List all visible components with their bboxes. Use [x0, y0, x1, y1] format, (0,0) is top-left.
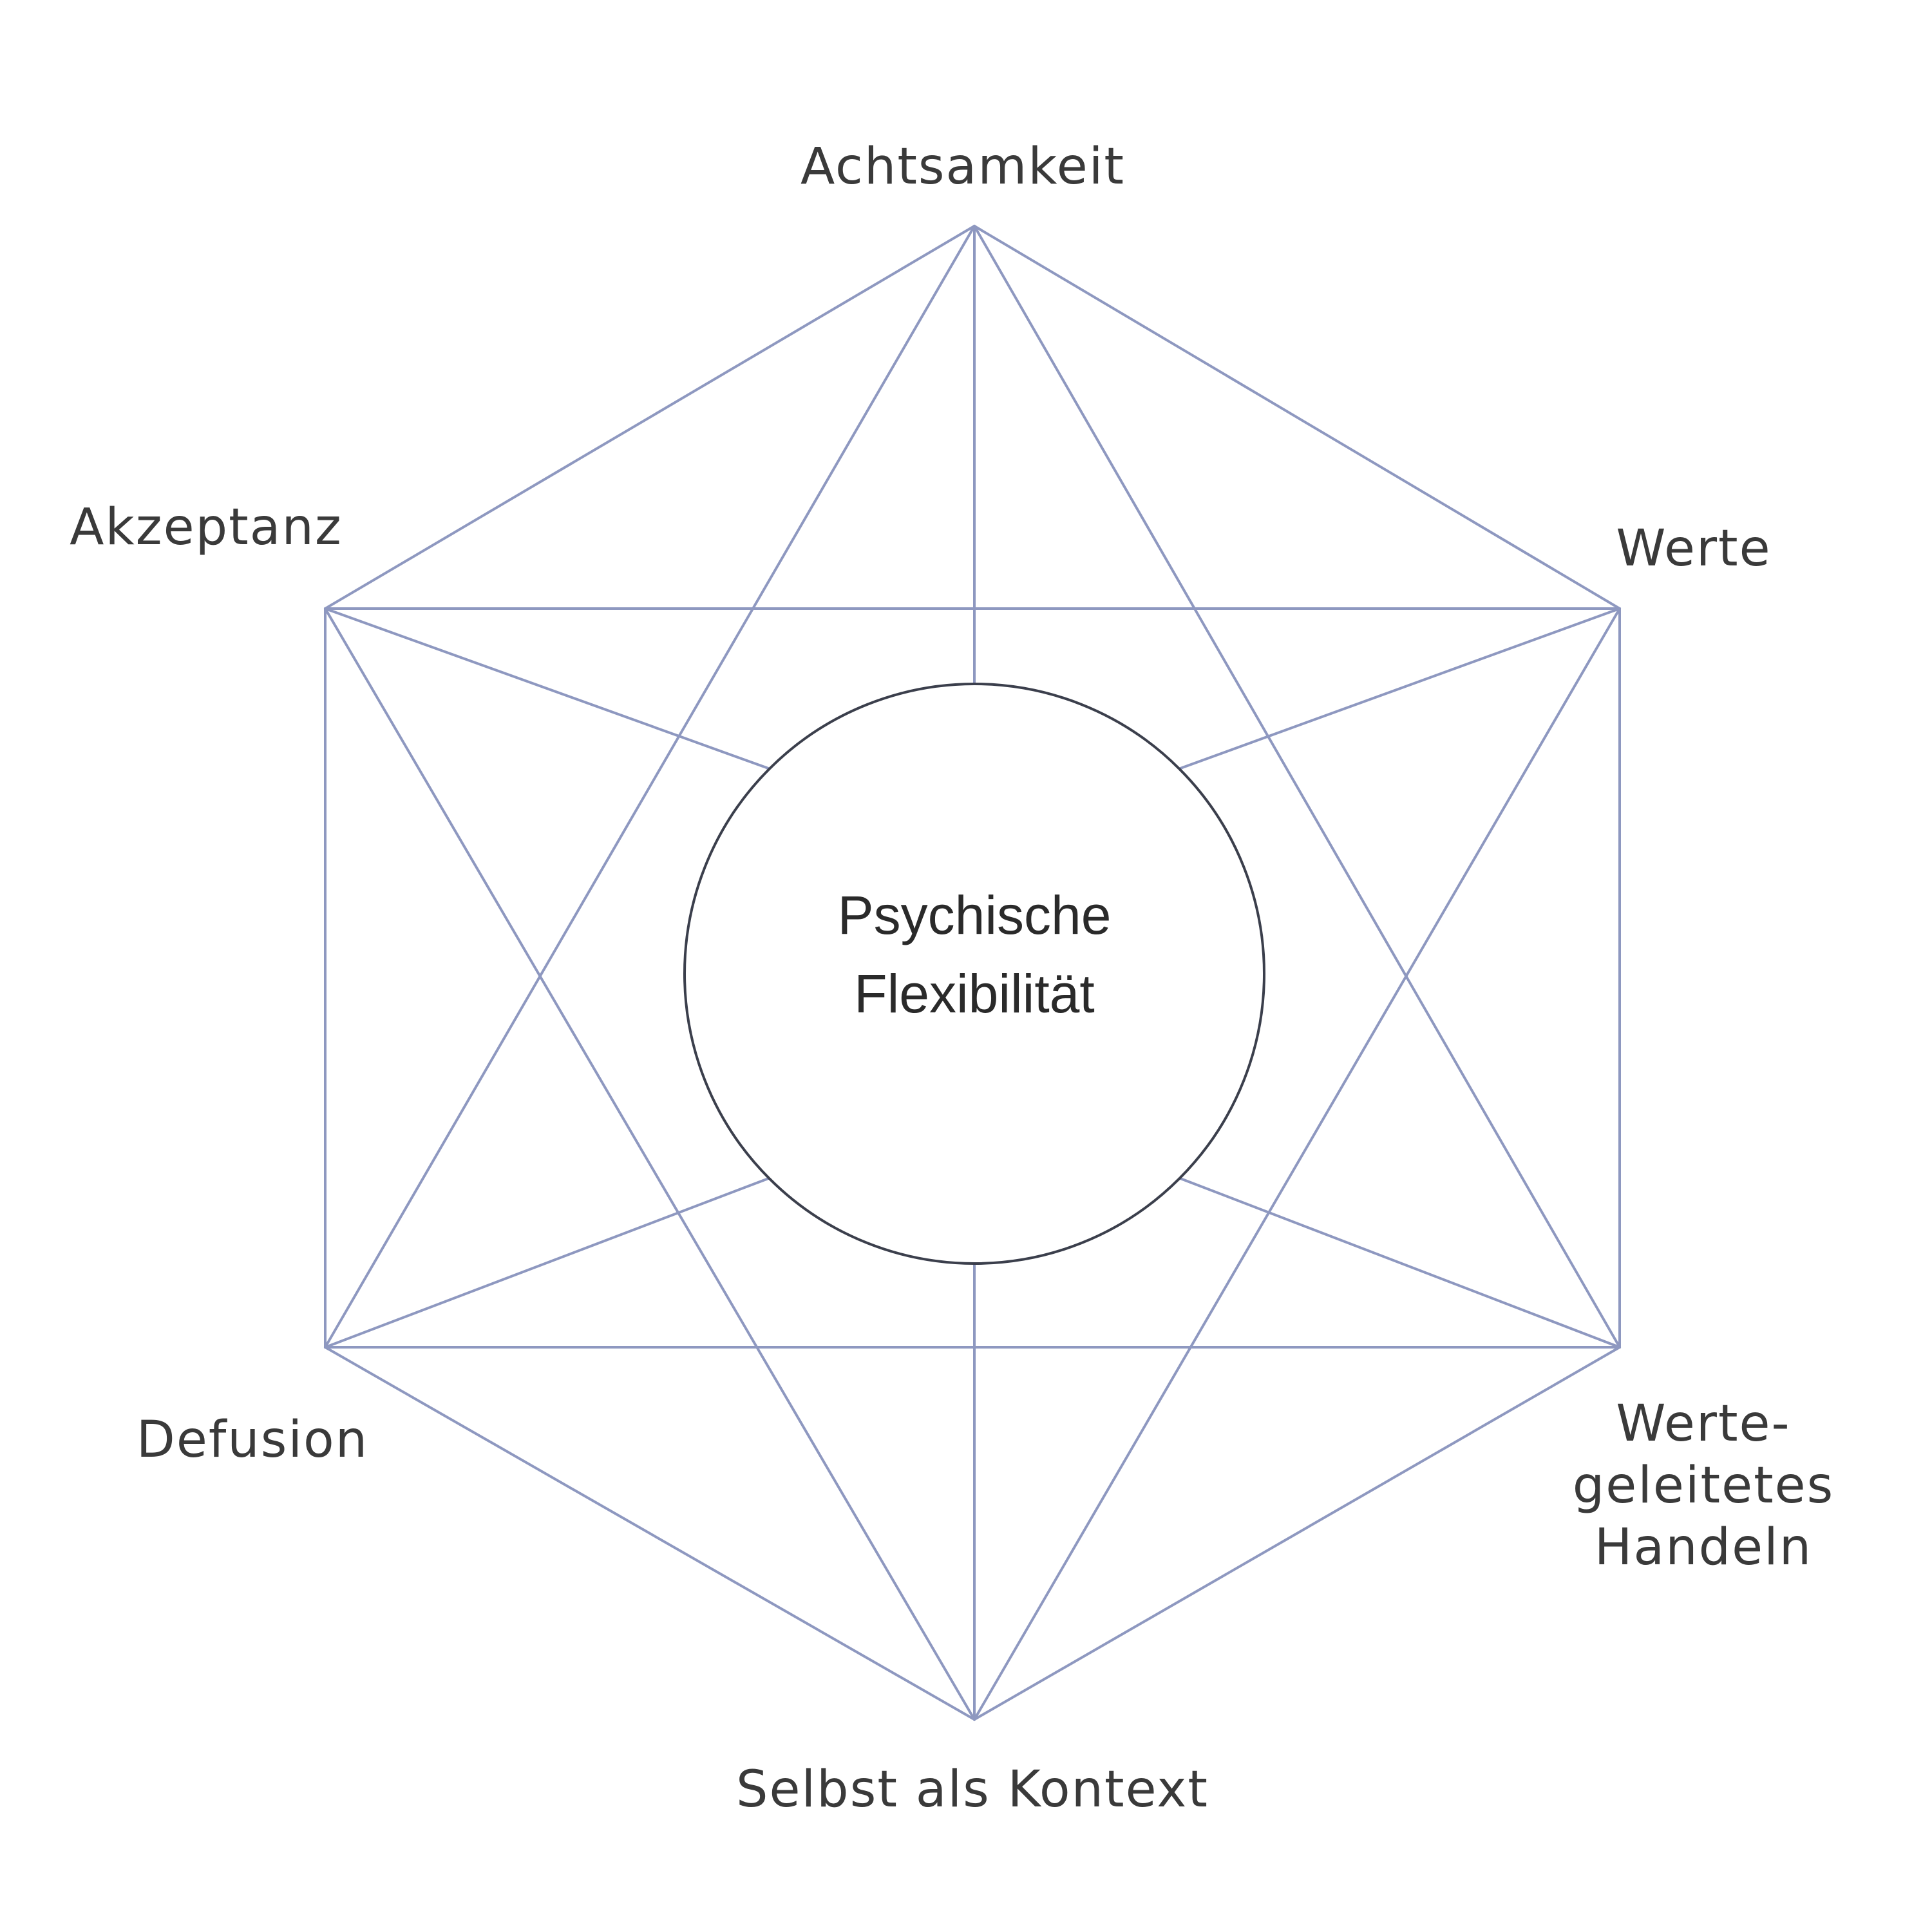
chord-bottom-to-upper-right — [973, 607, 1621, 1721]
edge-lower-right-to-bottom — [973, 1346, 1621, 1721]
center-circle — [683, 683, 1265, 1265]
node-label-selbst-als-kontext: Selbst als Kontext — [736, 1761, 1209, 1819]
star-triangles — [324, 225, 1621, 1721]
spoke-lower-right — [1179, 1177, 1621, 1349]
node-label-akzeptanz: Akzeptanz — [70, 498, 343, 556]
node-label-werte: Werte — [1616, 520, 1771, 578]
center-label-line1: Psychische — [838, 885, 1112, 945]
node-label-werte-handeln-line1: Werte- — [1616, 1395, 1790, 1453]
edge-upper-left-to-top — [324, 225, 976, 610]
spoke-lower-left — [324, 1177, 770, 1349]
chord-top-to-lower-left — [324, 225, 976, 1349]
node-label-achtsamkeit: Achtsamkeit — [800, 138, 1125, 196]
spoke-upper-right — [1179, 607, 1621, 770]
node-label-werte-handeln-line3: Handeln — [1595, 1519, 1813, 1577]
node-label-werte-handeln-line2: geleitetes — [1573, 1457, 1835, 1515]
chord-bottom-to-upper-left — [324, 607, 976, 1721]
hexagon-outline — [324, 225, 1621, 1721]
horizontal-chords — [324, 607, 1621, 1349]
spokes — [324, 225, 1621, 1721]
edge-top-to-upper-right — [973, 225, 1621, 610]
node-label-defusion: Defusion — [137, 1411, 368, 1469]
chord-top-to-lower-right — [973, 225, 1621, 1349]
spoke-upper-left — [324, 607, 770, 770]
edge-bottom-to-lower-left — [324, 1346, 976, 1721]
center-label-line2: Flexibilität — [854, 963, 1094, 1024]
